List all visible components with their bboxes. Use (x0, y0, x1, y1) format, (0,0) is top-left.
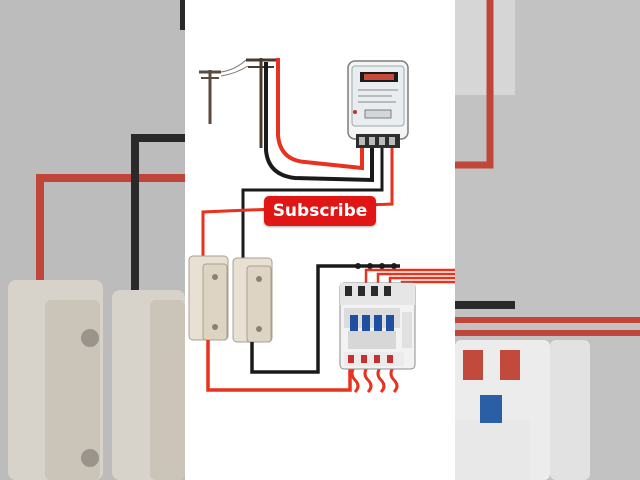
distribution-wires (206, 263, 400, 394)
wiring-diagram (185, 0, 455, 480)
subscribe-button[interactable]: Subscribe (264, 196, 376, 226)
switch-fuse-icon (188, 255, 273, 343)
mcb-icon (339, 282, 416, 370)
energy-meter-icon (347, 60, 409, 148)
blurred-background-right (455, 0, 640, 480)
pole-icon (199, 58, 276, 148)
output-wires (364, 268, 455, 284)
blurred-background-left (0, 0, 185, 480)
